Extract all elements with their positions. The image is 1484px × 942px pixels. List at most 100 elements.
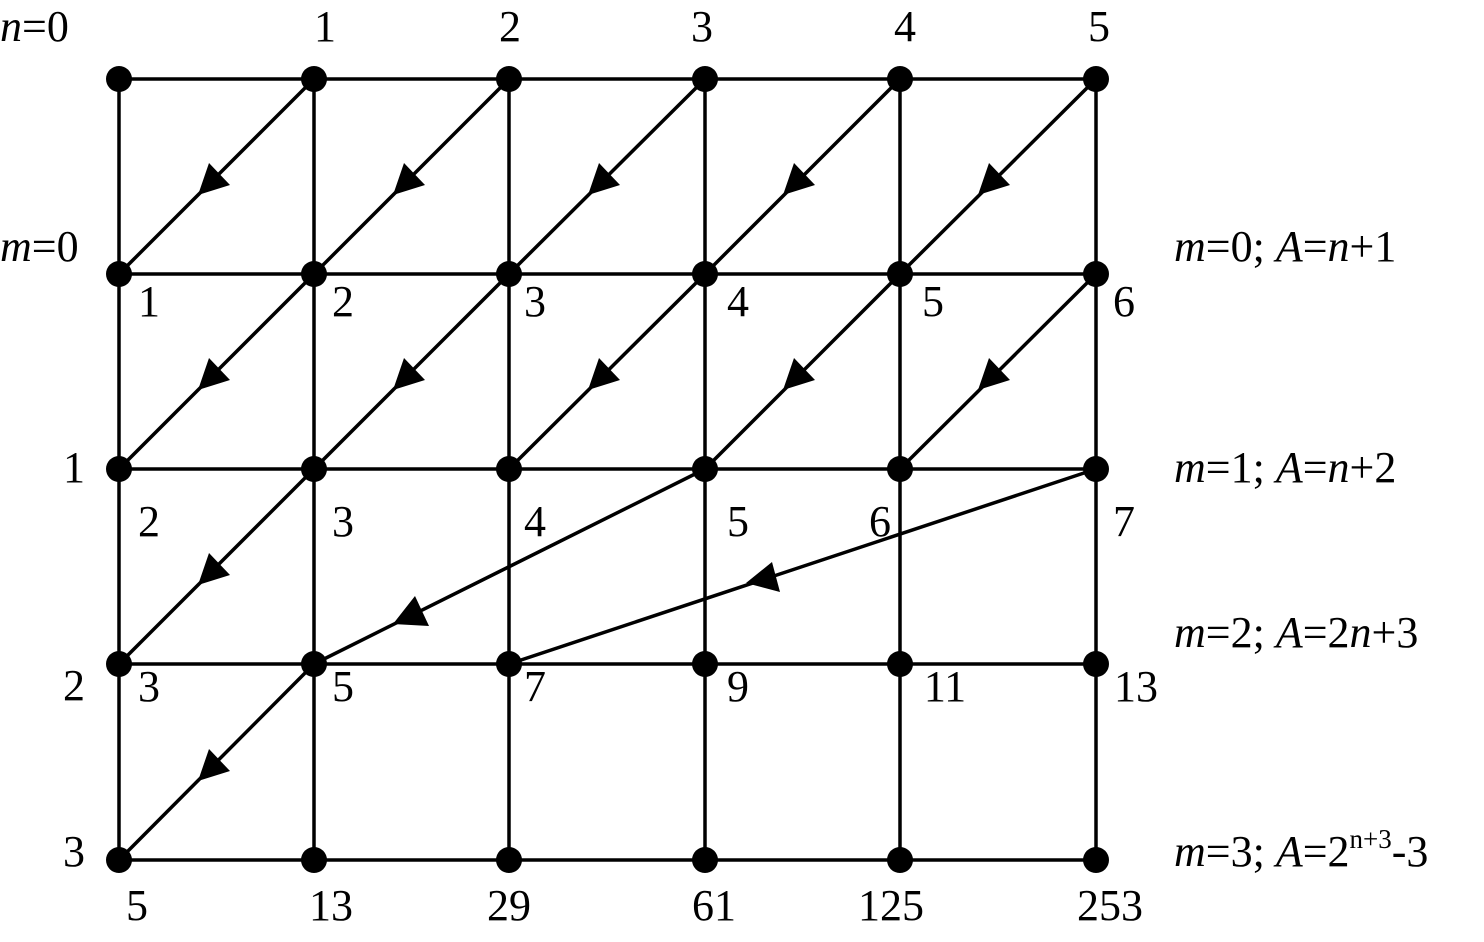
m-row-label: 1 <box>63 443 85 492</box>
grid-node-dot <box>1083 261 1109 287</box>
node-value: 5 <box>727 497 749 546</box>
formula-m-var: m <box>1174 608 1206 657</box>
m-val-0: 0 <box>57 222 79 271</box>
n-col-label: 1 <box>314 2 336 51</box>
grid-node-dot <box>1083 651 1109 677</box>
n-col-label: 2 <box>499 2 521 51</box>
formula-a-var: A <box>1273 222 1304 271</box>
n-eq: = <box>22 2 47 51</box>
formula-m-var: m <box>1174 827 1206 876</box>
grid-node-dot <box>496 261 522 287</box>
n-val-0: 0 <box>47 2 69 51</box>
node-value: 253 <box>1077 881 1143 930</box>
formula-m-value: =1; <box>1206 443 1276 492</box>
formula-m-var: m <box>1174 443 1206 492</box>
grid-node-dot <box>1083 456 1109 482</box>
formula-rest: =2 <box>1303 608 1350 657</box>
grid-node-dot <box>1083 66 1109 92</box>
arrowhead-icon <box>978 163 1010 195</box>
node-value: 11 <box>924 662 966 711</box>
grid-node-dot <box>887 651 913 677</box>
arrowhead-icon <box>746 562 780 592</box>
formula-m-var: m <box>1174 222 1206 271</box>
node-value: 3 <box>138 662 160 711</box>
node-value: 61 <box>692 881 736 930</box>
node-value: 2 <box>332 277 354 326</box>
arrowhead-icon <box>978 358 1010 390</box>
arrowhead-icon <box>393 358 425 390</box>
grid-lines <box>117 77 1098 862</box>
node-value: 3 <box>332 497 354 546</box>
node-value: 13 <box>309 881 353 930</box>
node-value: 4 <box>524 497 546 546</box>
formula-rest: =2 <box>1303 827 1350 876</box>
arrowhead-icon <box>198 749 230 781</box>
grid-node-dot <box>496 651 522 677</box>
m-eq: = <box>32 222 57 271</box>
grid-node-dot <box>106 651 132 677</box>
formula-m-value: =0; <box>1206 222 1276 271</box>
formula-m-value: =3; <box>1206 827 1276 876</box>
grid-node-dot <box>106 456 132 482</box>
grid-node-dot <box>301 261 327 287</box>
m-header-label: m=0 <box>0 222 79 271</box>
grid-node-dot <box>301 847 327 873</box>
arrowhead-icon <box>198 358 230 390</box>
grid-node-dot <box>106 66 132 92</box>
formula-tail: +2 <box>1350 443 1397 492</box>
node-value: 2 <box>138 497 160 546</box>
arrowhead-icon <box>783 163 815 195</box>
grid-node-dot <box>496 456 522 482</box>
formula-tail: +3 <box>1372 608 1419 657</box>
diagonal-line <box>313 467 706 666</box>
grid-node-dot <box>887 847 913 873</box>
m-var: m <box>0 222 32 271</box>
grid-node-dot <box>301 66 327 92</box>
formula-a-var: A <box>1273 443 1304 492</box>
node-value: 5 <box>332 662 354 711</box>
grid-node-dot <box>887 456 913 482</box>
arrowhead-icon <box>783 358 815 390</box>
n-var: n <box>0 2 22 51</box>
grid-node-dot <box>1083 847 1109 873</box>
formula-tail: +1 <box>1350 222 1397 271</box>
grid-node-dot <box>106 261 132 287</box>
grid-node-dot <box>301 651 327 677</box>
arrowhead-icon <box>198 163 230 195</box>
node-value: 6 <box>869 497 891 546</box>
node-value: 4 <box>727 277 749 326</box>
grid-node-dot <box>887 66 913 92</box>
grid-node-dot <box>106 847 132 873</box>
arrowhead-icon <box>393 163 425 195</box>
node-value: 29 <box>487 881 531 930</box>
arrowheads <box>198 163 1010 781</box>
diagonal-line <box>508 467 1097 666</box>
n-col-label: 5 <box>1088 2 1110 51</box>
grid-node-dot <box>692 651 718 677</box>
grid-node-dot <box>887 261 913 287</box>
node-value: 7 <box>1113 497 1135 546</box>
node-value: 7 <box>524 662 546 711</box>
arrowhead-icon <box>198 553 230 585</box>
node-value: 5 <box>126 881 148 930</box>
labels: n=0 1 2 3 4 5 m=0 1 2 3 1 2 3 4 5 6 2 3 … <box>0 2 1428 930</box>
formula-exponent: n+3 <box>1350 824 1392 854</box>
node-value: 9 <box>727 662 749 711</box>
node-value: 3 <box>524 277 546 326</box>
grid-nodes <box>106 66 1109 873</box>
arrowhead-icon <box>393 596 429 626</box>
formula-rest: = <box>1303 443 1328 492</box>
grid-node-dot <box>692 261 718 287</box>
grid-node-dot <box>496 66 522 92</box>
formula-m2: m=2; A=2n+3 <box>1174 608 1418 657</box>
formula-n-var: n <box>1328 222 1350 271</box>
formula-m0: m=0; A=n+1 <box>1174 222 1396 271</box>
formula-m1: m=1; A=n+2 <box>1174 443 1396 492</box>
formula-n-var: n <box>1328 443 1350 492</box>
node-value: 1 <box>138 277 160 326</box>
formula-m-value: =2; <box>1206 608 1276 657</box>
grid-node-dot <box>692 847 718 873</box>
n-header-label: n=0 <box>0 2 69 51</box>
grid-node-dot <box>692 66 718 92</box>
